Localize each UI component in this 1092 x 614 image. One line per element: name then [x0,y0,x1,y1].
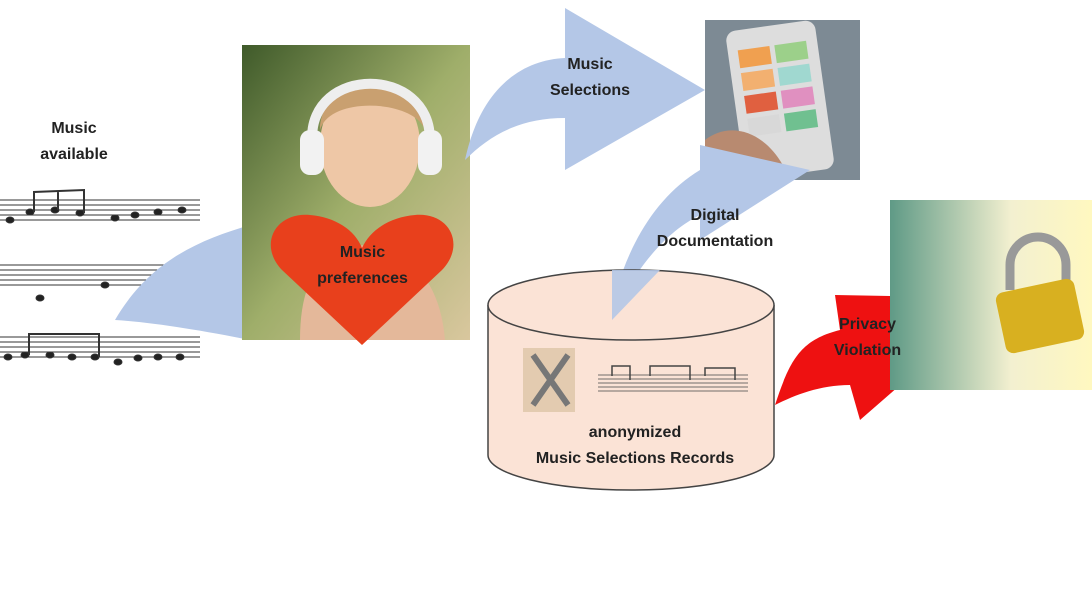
sheet-music-image [0,188,200,366]
label-music-selections: Music Selections [530,52,650,104]
label-line: preferences [317,270,408,287]
record-sheet-music [598,365,748,392]
label-line: Digital [690,207,740,224]
label-line: Violation [833,342,902,359]
label-line: available [40,146,108,163]
label-line: Music [339,244,386,261]
label-music-preferences: Music preferences [300,240,425,292]
label-line: Selections [549,82,631,99]
arrow-music-selections [465,8,705,170]
label-line: Documentation [656,233,774,250]
label-digital-documentation: Digital Documentation [640,203,790,255]
label-line: Music Selections Records [535,450,735,467]
arrow-music-available-to-person [115,225,250,340]
label-line: Music [51,120,97,137]
anonymized-person-icon [523,348,575,412]
label-line: Music [567,56,613,73]
label-records: anonymized Music Selections Records [500,420,770,472]
label-music-available: Music available [24,116,124,168]
arrow-digital-documentation [610,145,810,320]
padlock-image [890,200,1092,390]
label-line: Privacy [839,316,896,333]
heart-shape [270,214,454,345]
label-line: anonymized [588,424,682,441]
label-privacy-violation: Privacy Violation [820,312,915,364]
